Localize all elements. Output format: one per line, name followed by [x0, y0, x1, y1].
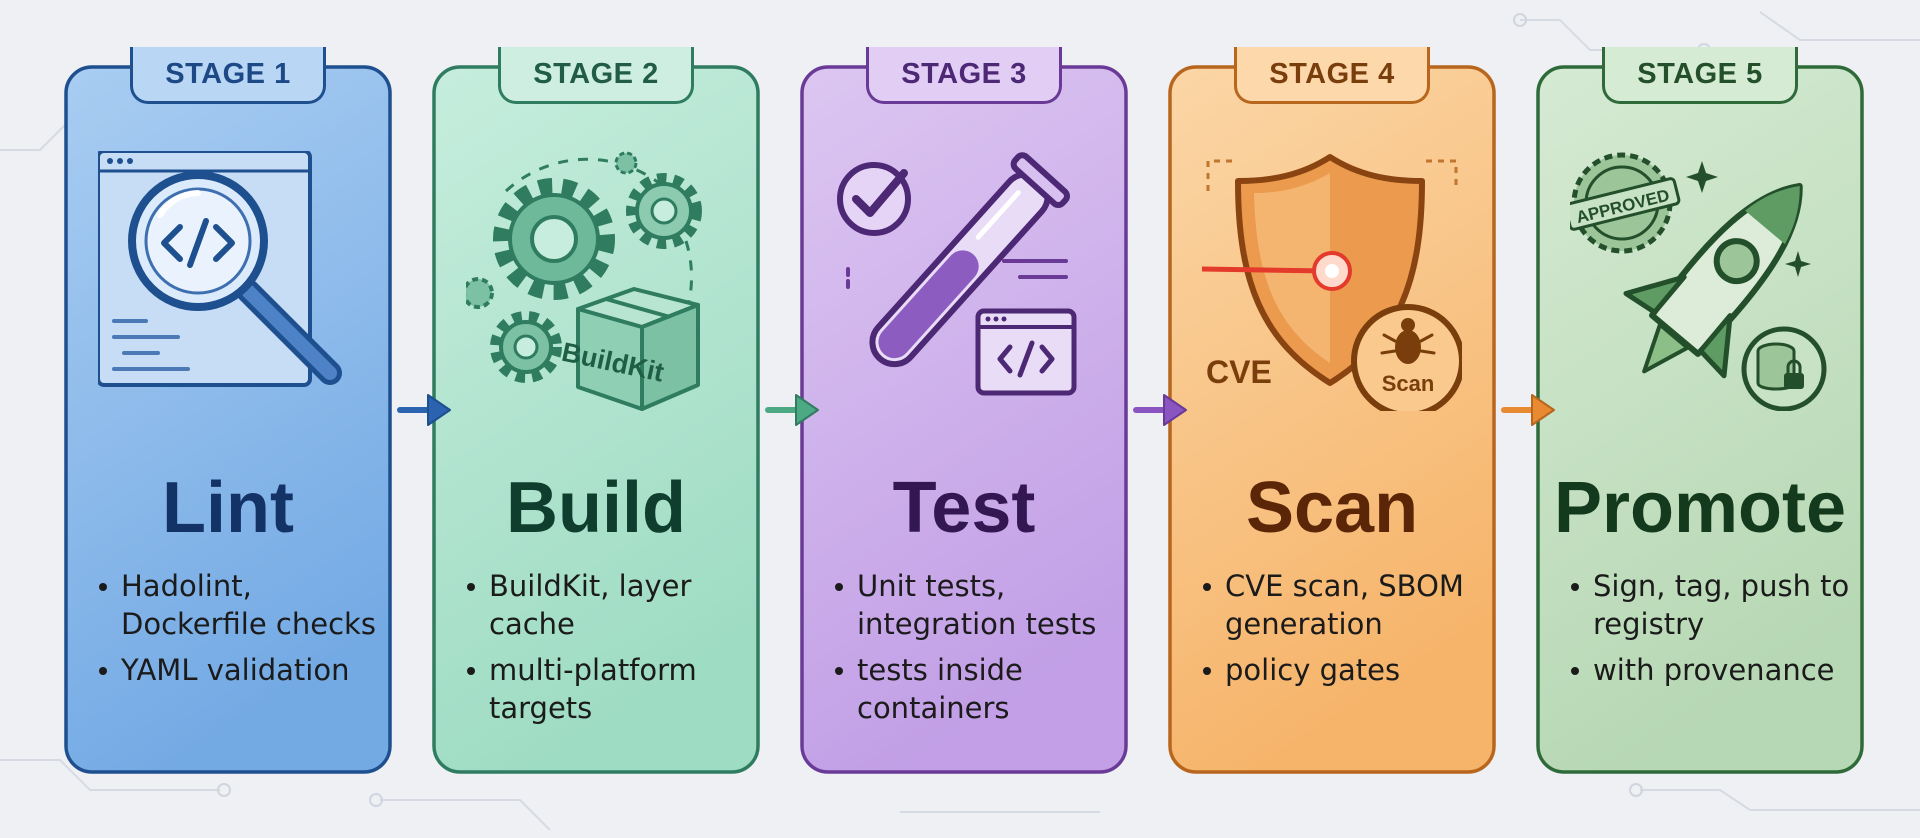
stage-title: Scan	[1245, 468, 1419, 548]
stage-title: Test	[892, 468, 1036, 548]
bullet-list: Unit tests, integration tests tests insi…	[831, 567, 1121, 735]
cve-label: CVE	[1206, 354, 1272, 390]
bullet-item: YAML validation	[95, 651, 385, 689]
bullet-item: Unit tests, integration tests	[831, 567, 1121, 643]
check-circle-icon	[837, 162, 911, 236]
bullet-list: Hadolint, Dockerfile checks YAML validat…	[95, 567, 385, 697]
bullet-item: Hadolint, Dockerfile checks	[95, 567, 385, 643]
locked-database-icon	[1741, 326, 1827, 411]
stage-card-scan: STAGE 4 CVE Scan Scan CVE scan, SBOM gen	[1167, 47, 1497, 775]
test-tube-icon	[869, 152, 1070, 368]
stage-card-lint: STAGE 1 Lint Hadolint, Dockerfile checks…	[63, 47, 393, 775]
stage-tag: STAGE 2	[498, 47, 694, 104]
stage-tag: STAGE 3	[866, 47, 1062, 104]
approved-stamp-icon: APPROVED	[1570, 152, 1681, 254]
badge-label: Scan	[1382, 371, 1435, 396]
stage-card-promote: STAGE 5 APPROVED Promote Si	[1535, 47, 1865, 775]
stage-tag: STAGE 4	[1234, 47, 1430, 104]
sparkles-icon	[1686, 161, 1811, 277]
bullet-list: Sign, tag, push to registry with provena…	[1567, 567, 1857, 697]
test-illustration	[837, 152, 1077, 396]
promote-illustration: APPROVED	[1570, 152, 1827, 411]
bullet-item: policy gates	[1199, 651, 1489, 689]
laser-beam-icon	[1202, 251, 1352, 291]
arrow-right-icon	[397, 394, 451, 426]
stage-card-test: STAGE 3 Test Unit tests, integration tes…	[799, 47, 1129, 775]
arrow-right-icon	[1133, 394, 1187, 426]
bullet-item: multi-platform targets	[463, 651, 753, 727]
gear-icon	[626, 173, 702, 249]
bullet-item: with provenance	[1567, 651, 1857, 689]
bullet-item: CVE scan, SBOM generation	[1199, 567, 1489, 643]
stage-title: Promote	[1553, 468, 1847, 548]
bullet-item: tests inside containers	[831, 651, 1121, 727]
bullet-list: BuildKit, layer cache multi-platform tar…	[463, 567, 753, 735]
bullet-list: CVE scan, SBOM generation policy gates	[1199, 567, 1489, 697]
stage-tag: STAGE 5	[1602, 47, 1798, 104]
arrow-right-icon	[1501, 394, 1555, 426]
lint-illustration	[98, 151, 342, 387]
stage-title: Lint	[162, 468, 294, 548]
gear-icon	[493, 178, 615, 300]
bug-badge-icon: Scan	[1351, 304, 1462, 411]
bullet-item: BuildKit, layer cache	[463, 567, 753, 643]
gear-icon	[490, 311, 562, 383]
scan-illustration: CVE Scan	[1202, 154, 1462, 411]
bullet-item: Sign, tag, push to registry	[1567, 567, 1857, 643]
stage-card-build: STAGE 2 BuildKit Buil	[431, 47, 761, 775]
package-box-icon: BuildKit	[559, 287, 700, 411]
code-brackets-icon	[161, 218, 235, 268]
gear-icon	[466, 151, 638, 309]
rocket-icon	[1623, 183, 1803, 379]
stage-tag: STAGE 1	[130, 47, 326, 104]
stage-title: Build	[506, 468, 686, 548]
build-illustration: BuildKit	[466, 151, 702, 411]
arrow-right-icon	[765, 394, 819, 426]
code-window-icon	[975, 308, 1077, 396]
